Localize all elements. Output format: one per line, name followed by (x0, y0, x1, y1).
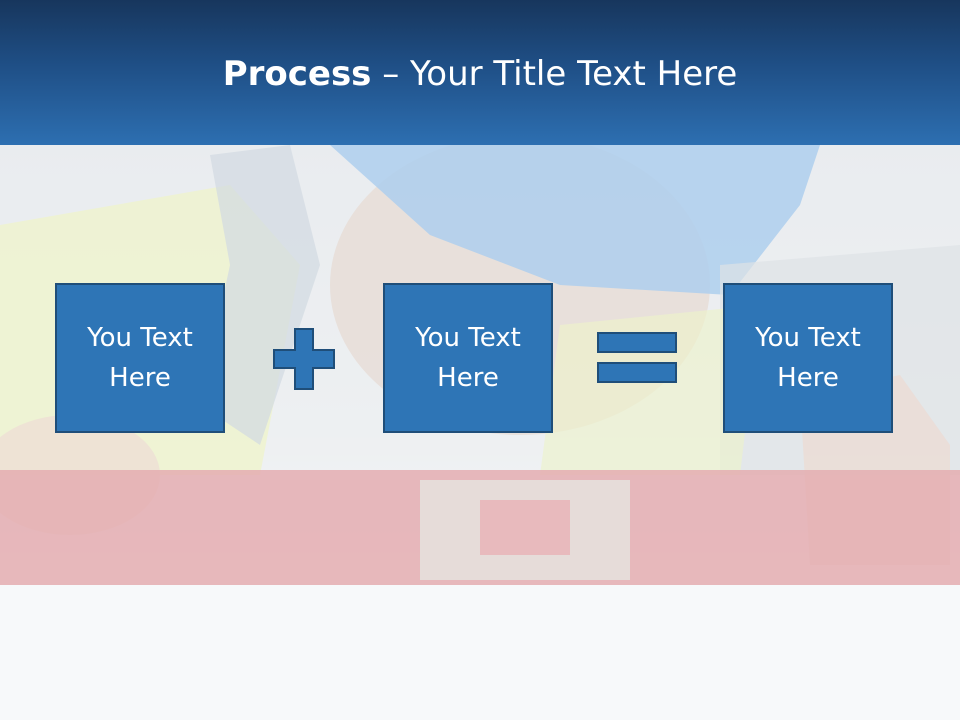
title-bold: Process (222, 54, 372, 94)
text-box-3-line2: Here (777, 363, 839, 393)
text-box-3[interactable]: You Text Here (723, 283, 893, 433)
text-box-1[interactable]: You Text Here (55, 283, 225, 433)
text-box-2-line1: You Text (415, 323, 521, 353)
text-box-1-line1: You Text (87, 323, 193, 353)
plus-icon (273, 328, 335, 390)
equals-icon (597, 332, 677, 383)
title-rest: – Your Title Text Here (371, 54, 738, 94)
text-box-3-line1: You Text (755, 323, 861, 353)
text-box-2[interactable]: You Text Here (383, 283, 553, 433)
slide-title: Process – Your Title Text Here (0, 52, 960, 96)
text-box-2-line2: Here (437, 363, 499, 393)
text-box-1-line2: Here (109, 363, 171, 393)
title-bar: Process – Your Title Text Here (0, 0, 960, 145)
